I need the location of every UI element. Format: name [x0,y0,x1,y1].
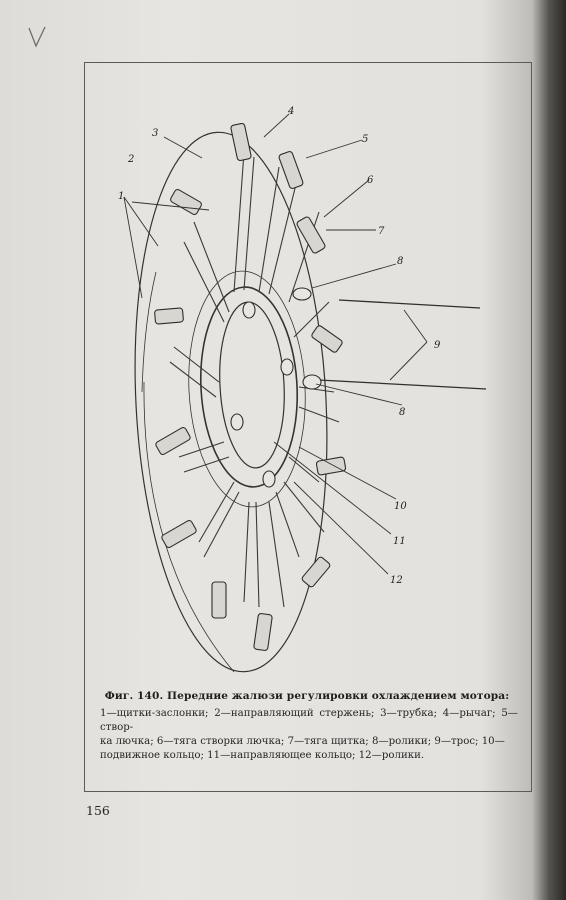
outer-disc [134,131,328,673]
pen-mark-icon [28,26,46,48]
label-2: 2 [127,154,134,165]
label-1: 1 [118,191,124,202]
page-number: 156 [86,803,110,818]
label-10: 10 [394,501,407,512]
caption-line: подвижное кольцо; 11—направляющее кольцо… [100,750,425,761]
label-8-lower: 8 [399,407,405,418]
cable-upper [338,299,481,309]
figure-caption-legend: 1—щитки-заслонки; 2—направляющий стержен… [100,707,518,763]
label-6: 6 [367,175,374,186]
label-4: 4 [287,106,294,117]
label-9: 9 [434,340,441,351]
label-7: 7 [378,226,385,237]
cooling-shutter-diagram: 1 2 3 4 5 6 7 8 8 9 10 11 12 [118,106,487,673]
cable-lower [318,379,487,390]
figure-caption-title: Фиг. 140. Передние жалюзи регулировки ох… [104,690,510,702]
label-12: 12 [390,575,403,586]
caption-line: 1—щитки-заслонки; 2—направляющий стержен… [100,708,518,733]
label-8-upper: 8 [397,256,403,267]
label-11: 11 [393,536,406,547]
label-5: 5 [362,134,368,145]
figure-frame [84,62,532,792]
label-3: 3 [152,128,158,139]
caption-line: ка лючка; 6—тяга створки лючка; 7—тяга щ… [100,736,505,747]
